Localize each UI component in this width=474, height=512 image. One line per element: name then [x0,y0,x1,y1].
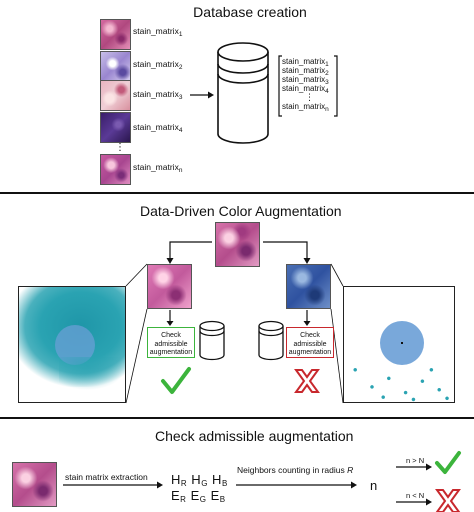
database-graphics [190,42,338,144]
tiles-ellipsis: ⋮ [115,142,125,153]
tile-label-1: stain_matrix1 [133,26,183,38]
tile-label-3: stain_matrix3 [133,89,183,101]
green-check-icon [435,451,461,474]
tissue-tile-n [100,154,131,185]
input-tissue-tile [12,462,57,507]
stain-matrix-row-h: HR HG HB [171,472,228,488]
tissue-tile-1 [100,19,131,50]
arrow-right-icon [190,91,214,99]
scatter-panel-rejected [343,286,455,403]
tile-label-n: stain_matrixn [133,162,183,174]
step-label-neighbors: Neighbors counting in radius R [237,465,354,475]
database-icon [217,42,269,144]
check-box-left: Check admissible augmentation [147,327,195,358]
list-item-3: stain_matrix3 [282,75,329,86]
check-box-right: Check admissible augmentation [286,327,334,358]
green-check-icon [161,367,191,394]
database-icon [199,320,225,361]
count-variable: n [370,478,378,493]
source-tissue-tile [215,222,260,267]
database-icon [258,320,284,361]
stain-matrix-row-e: ER EG EB [171,488,226,504]
tissue-tile-4 [100,112,131,143]
divider-1 [0,192,474,194]
scatter-sparse [344,347,454,402]
condition-reject: n < N [406,491,425,500]
list-item-1: stain_matrix1 [282,57,329,68]
red-x-icon [435,489,461,512]
list-ellipsis: ⋮ [305,92,314,102]
section-title-check: Check admissible augmentation [155,428,354,444]
section-title-augmentation: Data-Driven Color Augmentation [140,203,342,219]
augmented-tile-pink [147,264,192,309]
bracket-list [278,55,338,117]
list-item-n: stain_matrixn [282,102,329,113]
list-item-2: stain_matrix2 [282,66,329,77]
tile-label-4: stain_matrix4 [133,122,183,134]
scatter-tail [59,357,125,392]
step-label-extraction: stain matrix extraction [65,472,148,482]
circle-center-dot [401,342,403,344]
augmented-tile-blue [286,264,331,309]
list-item-4: stain_matrix4 [282,84,329,95]
red-x-icon [294,369,320,393]
divider-2 [0,417,474,419]
tissue-tile-3 [100,80,131,111]
scatter-panel-accepted [18,286,126,403]
condition-accept: n > N [406,456,425,465]
tile-label-2: stain_matrix2 [133,59,183,71]
section-title-database: Database creation [193,4,307,20]
